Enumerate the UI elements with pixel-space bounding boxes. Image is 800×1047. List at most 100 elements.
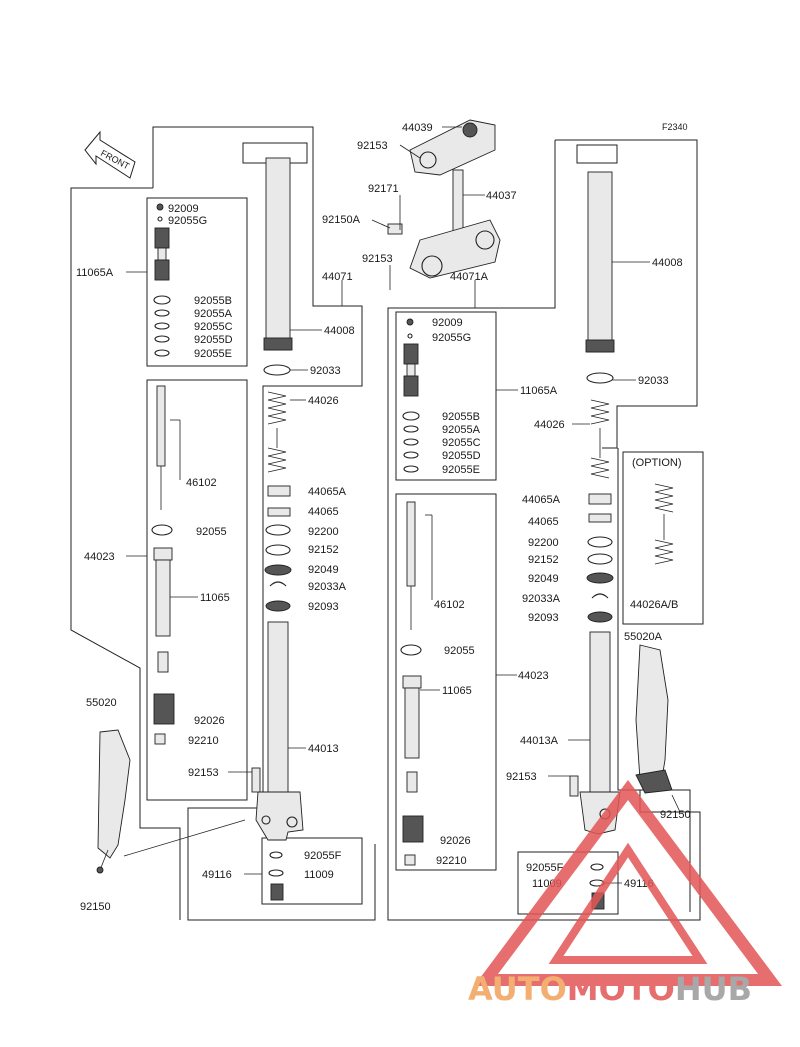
label-l-92210: 92210 (188, 735, 219, 747)
label-l-44023: 44023 (84, 551, 115, 563)
label-r-44023: 44023 (518, 670, 549, 682)
label-r-92049: 92049 (528, 573, 559, 585)
front-arrow-icon: FRONT (84, 130, 136, 179)
left-cartridge-box (146, 379, 248, 801)
label-r-92055g: 92055G (432, 332, 471, 344)
label-44071a: 44071A (450, 271, 489, 283)
steering-stem-assembly (387, 119, 501, 279)
label-44039: 44039 (402, 122, 433, 134)
label-l-92033: 92033 (310, 365, 341, 377)
label-92150a: 92150A (322, 214, 361, 226)
label-r-46102: 46102 (434, 599, 465, 611)
label-r-44013a: 44013A (520, 735, 559, 747)
label-r-44065: 44065 (528, 516, 559, 528)
left-valve-parts (153, 203, 171, 357)
label-l-11065: 11065 (200, 592, 230, 604)
label-r-11065: 11065 (442, 685, 472, 697)
watermark-logo: AUTOMOTOHUB (468, 779, 782, 1008)
right-outer-tube (585, 171, 615, 353)
right-cartridge-box (395, 493, 497, 871)
label-l-92009: 92009 (168, 203, 199, 215)
label-r-92210: 92210 (436, 855, 467, 867)
left-outer-tube (263, 157, 293, 351)
label-r-92055f: 92055F (526, 862, 564, 874)
label-l-49116: 49116 (202, 869, 232, 881)
label-r-92055e: 92055E (442, 464, 480, 476)
label-l-11009: 11009 (304, 869, 334, 881)
label-l-44013: 44013 (308, 743, 339, 755)
left-assembly-frame (152, 126, 376, 921)
label-92171: 92171 (368, 183, 399, 195)
label-r-92033: 92033 (638, 375, 669, 387)
label-r-11065a: 11065A (520, 385, 558, 397)
label-l-92026: 92026 (194, 715, 225, 727)
right-fork-guard-55020a (635, 644, 673, 794)
label-l-92055b: 92055B (194, 295, 232, 307)
left-collar-44065a (267, 485, 291, 497)
label-l-44008: 44008 (324, 325, 355, 337)
right-valve-box (395, 311, 497, 481)
label-l-44065: 44065 (308, 506, 339, 518)
label-l-11065a: 11065A (76, 267, 114, 279)
label-l-46102: 46102 (186, 477, 217, 489)
left-fork-guard-55020 (96, 729, 131, 874)
left-assembly-outline (70, 187, 181, 920)
watermark-text: AUTOMOTOHUB (468, 970, 752, 1008)
label-l-92150: 92150 (80, 901, 111, 913)
label-l-55020: 55020 (86, 697, 117, 709)
label-r-92009: 92009 (432, 317, 463, 329)
label-r-92055a: 92055A (442, 424, 481, 436)
label-l-92200: 92200 (308, 526, 339, 538)
part-labels: 44039 92153 92171 44037 92150A 92153 440… (76, 122, 691, 913)
label-92153-top: 92153 (357, 140, 388, 152)
label-l-92093: 92093 (308, 601, 339, 613)
label-92153-stem: 92153 (362, 253, 393, 265)
label-r-92055c: 92055C (442, 437, 481, 449)
label-r-44065a: 44065A (522, 494, 561, 506)
right-cartridge-parts (400, 501, 424, 866)
label-r-92026: 92026 (440, 835, 471, 847)
label-l-44065a: 44065A (308, 486, 347, 498)
label-r-44026ab: 44026A/B (630, 599, 678, 611)
left-spring-44026 (267, 391, 287, 473)
left-inner-tube (251, 621, 304, 841)
option-box (622, 451, 704, 625)
label-r-92055b: 92055B (442, 411, 480, 423)
leader-lines (123, 126, 681, 884)
label-r-92150: 92150 (660, 809, 691, 821)
label-l-92055d: 92055D (194, 334, 233, 346)
label-r-44008: 44008 (652, 257, 683, 269)
right-top-cap-box (576, 144, 618, 164)
label-l-92049: 92049 (308, 564, 339, 576)
label-r-55020a: 55020A (624, 631, 663, 643)
label-44071: 44071 (322, 271, 353, 283)
label-option: (OPTION) (632, 457, 682, 469)
left-oil-seal-92033 (263, 364, 291, 376)
left-cartridge-parts (151, 385, 175, 745)
label-l-92055e: 92055E (194, 348, 232, 360)
label-l-44026: 44026 (308, 395, 339, 407)
label-l-92152: 92152 (308, 544, 339, 556)
label-r-92152: 92152 (528, 554, 559, 566)
label-l-92055: 92055 (196, 526, 227, 538)
label-l-92033a: 92033A (308, 581, 347, 593)
left-collar-44065 (267, 507, 291, 517)
label-l-92153: 92153 (188, 767, 219, 779)
option-spring-44026ab (654, 483, 674, 565)
label-44037: 44037 (486, 190, 517, 202)
left-valve-box (146, 197, 248, 367)
label-l-92055a: 92055A (194, 308, 233, 320)
label-l-92055c: 92055C (194, 321, 233, 333)
label-r-92200: 92200 (528, 537, 559, 549)
label-r-92055: 92055 (444, 645, 475, 657)
label-r-92153: 92153 (506, 771, 537, 783)
right-upper-frame (555, 139, 698, 449)
figure-code: F2340 (662, 122, 688, 132)
label-r-92093: 92093 (528, 612, 559, 624)
left-bottom-box (261, 837, 363, 905)
label-r-92055d: 92055D (442, 450, 481, 462)
label-l-92055f: 92055F (304, 850, 342, 862)
label-r-44026: 44026 (534, 419, 565, 431)
label-l-92055g: 92055G (168, 215, 207, 227)
